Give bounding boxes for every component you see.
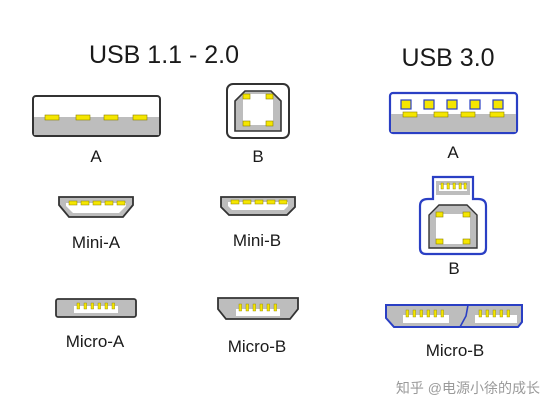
usb2-title: USB 1.1 - 2.0 xyxy=(89,41,239,69)
usb2-micro-b-label: Micro-B xyxy=(228,337,287,356)
usb2-type-a-connector xyxy=(32,95,161,137)
usb3-micro-b-label: Micro-B xyxy=(426,341,485,360)
usb3-title: USB 3.0 xyxy=(401,44,494,72)
usb2-type-b-label: B xyxy=(252,147,263,166)
usb2-mini-a-label: Mini-A xyxy=(72,233,121,252)
usb2-micro-a-connector xyxy=(55,298,137,318)
usb2-type-b-connector xyxy=(226,83,290,139)
usb3-micro-b-connector xyxy=(385,304,523,328)
usb2-type-a-label: A xyxy=(90,147,102,166)
usb2-mini-b-label: Mini-B xyxy=(233,231,281,250)
usb2-mini-a-connector xyxy=(58,196,134,218)
usb2-micro-a-label: Micro-A xyxy=(66,332,125,351)
usb2-micro-b-connector xyxy=(217,297,299,320)
usb3-type-b-label: B xyxy=(448,259,459,278)
usb3-type-b-connector xyxy=(418,175,488,256)
usb2-mini-b-connector xyxy=(220,196,296,216)
usb3-type-a-connector xyxy=(388,91,519,135)
watermark-text: 知乎 @电源小徐的成长 xyxy=(396,380,540,396)
usb3-type-a-label: A xyxy=(447,143,459,162)
